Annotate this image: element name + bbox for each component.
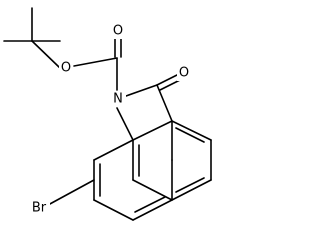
chemical-structure: O O N O Br (3, 7, 212, 221)
bond-ring-b-5-inner (134, 196, 166, 213)
bond-nitrogen-lactam-carbon (125, 84, 158, 97)
bromine-label: Br (32, 201, 47, 216)
bond-lactam-double-2 (159, 79, 181, 91)
bond-ring-a-2-inner (175, 127, 205, 143)
bond-ring-a-2 (171, 120, 212, 141)
bond-lactam-double-1 (156, 74, 178, 86)
bond-ring-a-4-inner (175, 177, 205, 193)
bond-ring-b-2 (93, 139, 134, 161)
bond-lactam-carbon-ring (156, 84, 173, 122)
bond-ester-oxygen-carbonyl (73, 57, 118, 67)
bond-ring-b-4 (93, 199, 134, 221)
bond-carbon-bromine (47, 179, 95, 206)
boc-carbamate-group (73, 36, 122, 91)
atom-labels: O O N O Br (28, 23, 191, 216)
bond-tbu-quaternary-oxygen (31, 40, 61, 69)
ester-oxygen-label: O (61, 61, 71, 76)
bond-ring-a-1 (132, 120, 173, 141)
boc-carbonyl-oxygen-label: O (113, 24, 123, 39)
lactam-oxygen-label: O (179, 66, 189, 81)
lactam-ring (116, 74, 181, 141)
bond-nitrogen-aromatic (116, 107, 134, 141)
bromine-substituent (47, 179, 95, 206)
bond-ring-b-5 (132, 199, 173, 221)
bond-ring-b-1 (132, 179, 173, 201)
bond-ring-a-4 (171, 179, 212, 201)
tert-butyl-group (3, 7, 61, 69)
naphthalene-core (93, 120, 212, 221)
ring-nitrogen-label: N (113, 92, 123, 107)
